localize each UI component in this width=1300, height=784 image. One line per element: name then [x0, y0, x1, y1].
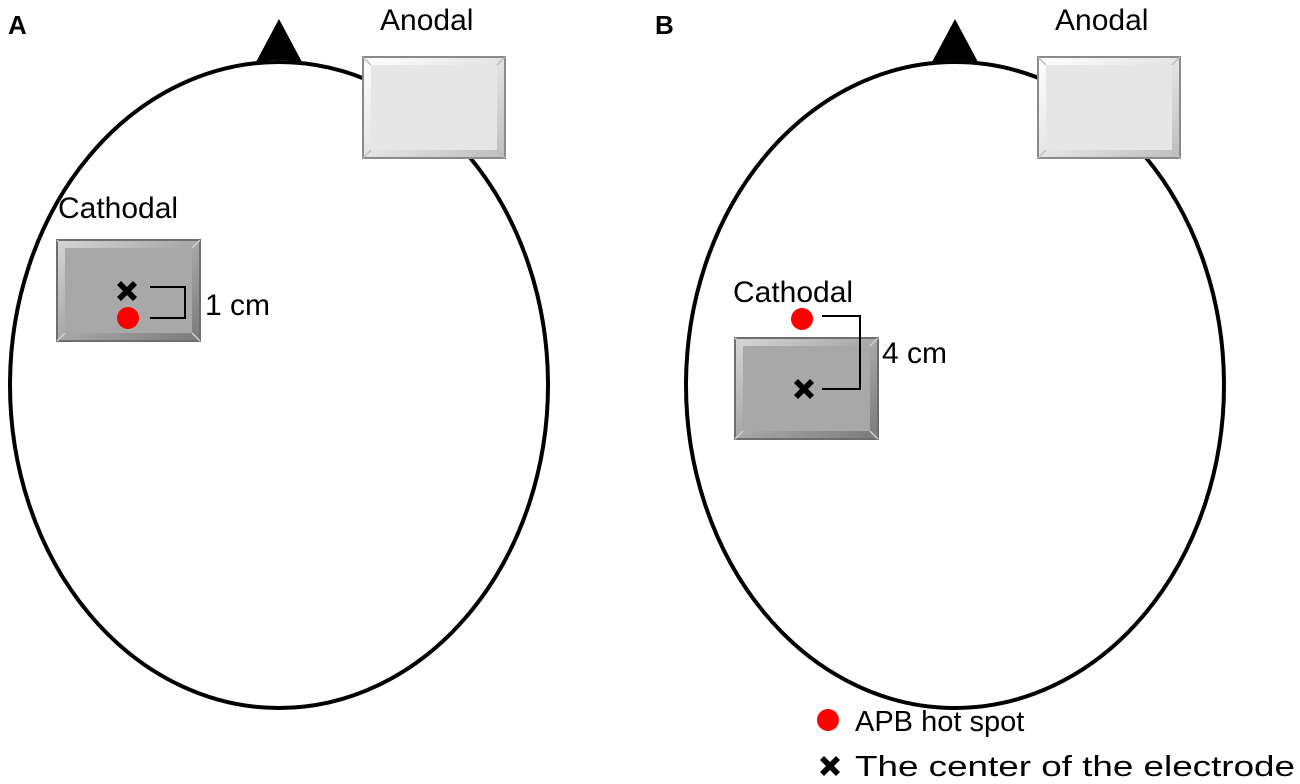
distance-label: 1 cm [205, 289, 270, 322]
head-outline [684, 60, 1226, 710]
panel-label: A [8, 10, 27, 40]
legend-text: APB hot spot [855, 706, 1024, 738]
head-outline [8, 60, 550, 710]
hot-spot-icon [117, 307, 139, 329]
anodal-electrode [362, 56, 506, 159]
panel-a: A Anodal Cathodal 1 cm [8, 4, 550, 710]
nose-marker [256, 19, 302, 62]
legend-item-electrode-center: The center of the electrode [820, 751, 1295, 783]
anodal-label: Anodal [380, 4, 473, 37]
distance-bracket [822, 315, 861, 390]
panel-b: B Anodal Cathodal 4 cm [655, 4, 1226, 710]
panel-label: B [655, 10, 674, 40]
anodal-electrode [1037, 56, 1181, 159]
cathodal-label: Cathodal [58, 192, 178, 225]
legend: APB hot spot The center of the electrode [817, 706, 1295, 783]
hot-spot-icon [791, 308, 813, 330]
nose-marker [932, 19, 978, 62]
distance-bracket [150, 286, 186, 319]
legend-item-hot-spot: APB hot spot [817, 706, 1024, 738]
cathodal-label: Cathodal [733, 276, 853, 309]
distance-label: 4 cm [882, 337, 947, 370]
legend-text: The center of the electrode [855, 751, 1295, 783]
anodal-label: Anodal [1055, 4, 1148, 37]
red-dot-icon [817, 709, 839, 731]
x-mark-icon [820, 756, 840, 776]
